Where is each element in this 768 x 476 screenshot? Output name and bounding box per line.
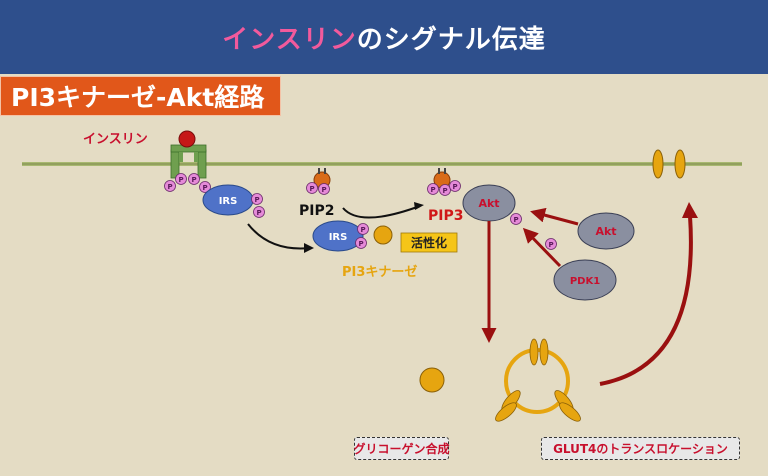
- pdk1-protein: [553, 259, 617, 301]
- section-label-text: PI3キナーゼ-Akt経路: [11, 83, 265, 112]
- phospho-icon: [175, 173, 187, 185]
- title-highlight: インスリン: [222, 24, 357, 55]
- akt-label: Akt: [595, 225, 616, 238]
- akt-cytosolic: [577, 212, 635, 250]
- glycogen-granule: [419, 367, 445, 393]
- phospho-icon: [427, 183, 439, 195]
- irs-label: IRS: [329, 232, 348, 243]
- phospho-icon: [188, 173, 200, 185]
- phosphorylation-arrow: [342, 205, 421, 219]
- phospho-icon: [253, 206, 265, 218]
- phospho-icon: [355, 237, 367, 249]
- slide-title: インスリンのシグナル伝達: [222, 19, 546, 56]
- pi3k-label: PI3キナーゼ: [342, 264, 417, 280]
- recruit-arrow: [247, 223, 311, 250]
- phospho-icon: [545, 238, 557, 250]
- exocytosis-arrow: [599, 215, 693, 386]
- phospho-icon: [449, 180, 461, 192]
- phosphorylation-arrow: [522, 227, 562, 268]
- irs-protein: [312, 220, 364, 252]
- pip3-label: PIP3: [428, 208, 463, 224]
- activation-badge: [400, 232, 458, 253]
- irs-label: IRS: [219, 196, 238, 207]
- translocation-arrow: [530, 207, 579, 226]
- activation-label: 活性化: [411, 235, 447, 250]
- glut4-translocation-box: GLUT4のトランスロケーション: [541, 437, 740, 460]
- insulin-receptor: [170, 144, 207, 179]
- title-bar: インスリンのシグナル伝達: [0, 0, 768, 74]
- glut4-transporter: [652, 149, 664, 179]
- akt-label: Akt: [478, 197, 499, 210]
- phospho-icon: [439, 184, 451, 196]
- insulin-molecule: [178, 130, 196, 148]
- glut4-translocation-label: GLUT4のトランスロケーション: [553, 442, 728, 456]
- section-label: PI3キナーゼ-Akt経路: [0, 76, 281, 116]
- pip2-label: PIP2: [299, 203, 334, 219]
- insulin-label: インスリン: [83, 132, 148, 147]
- phospho-icon: [251, 193, 263, 205]
- pdk1-label: PDK1: [570, 276, 600, 287]
- title-rest: のシグナル伝達: [356, 24, 546, 55]
- phospho-icon: [357, 223, 369, 235]
- phospho-icon: [306, 182, 318, 194]
- phospho-icon: [510, 213, 522, 225]
- glycogen-synthesis-label: グリコーゲン合成: [353, 442, 450, 456]
- glut4-transporter: [674, 149, 686, 179]
- phospho-icon: [164, 180, 176, 192]
- phospho-icon: [318, 183, 330, 195]
- glut4-vesicle: [495, 338, 581, 422]
- glycogen-synthesis-box: グリコーゲン合成: [353, 437, 450, 460]
- pi3-kinase: [373, 225, 393, 245]
